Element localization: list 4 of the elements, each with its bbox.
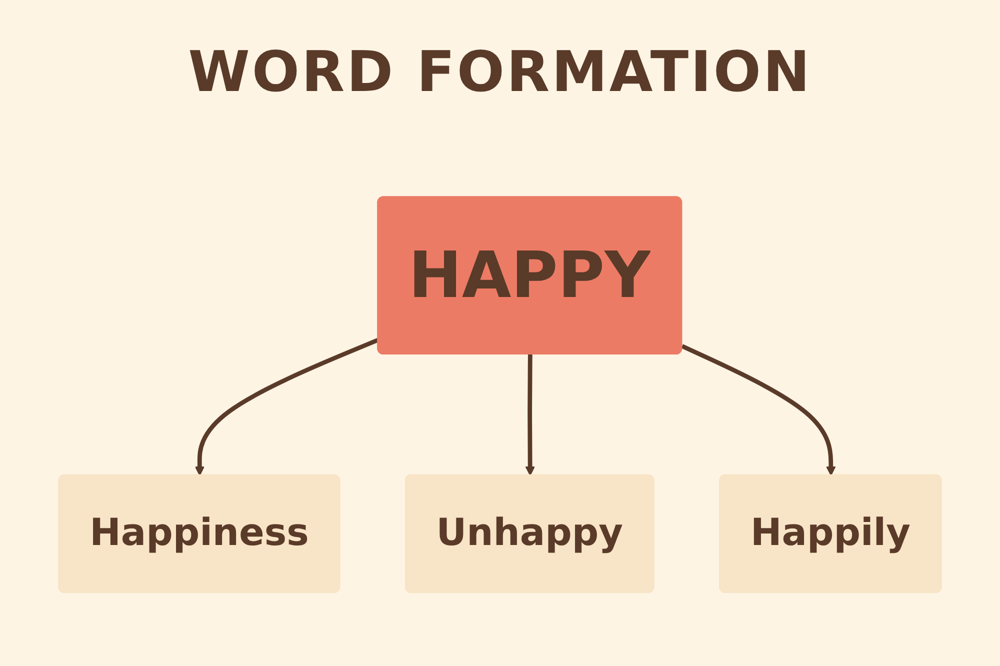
arrow (194, 338, 380, 476)
arrow (525, 354, 535, 476)
arrow (681, 344, 836, 476)
diagram-title: WORD FORMATION (187, 40, 813, 105)
